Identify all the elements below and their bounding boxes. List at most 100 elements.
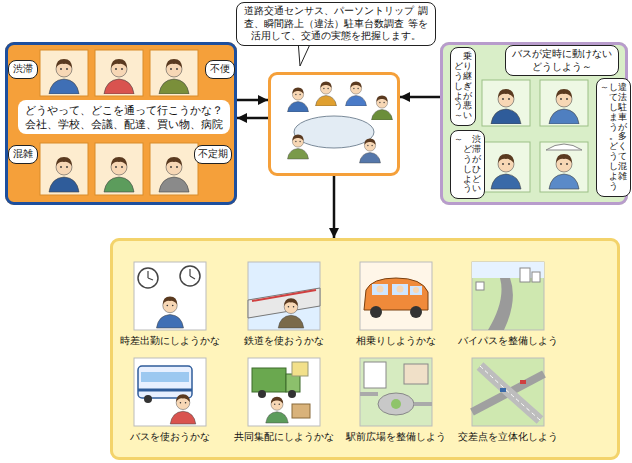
flow-arrow — [400, 96, 440, 99]
speech-bubble: バスが定時に動けない どうしよう～ — [505, 45, 619, 76]
survey-bubble: 道路交通センサス、パーソントリップ 調査、瞬間路上（違法）駐車台数調査 等を活用… — [236, 2, 436, 46]
glyph — [618, 182, 627, 192]
measure-tile: バスを使おうかな — [114, 358, 226, 450]
question-box: どうやって、どこを通って行こうかな？ 会社、学校、会議、配達、買い物、病院 — [18, 100, 230, 134]
left-panel-fill — [5, 42, 237, 205]
vertical-bubble: 乗り継ぎが悪い どうしよう～ — [450, 47, 476, 126]
vertical-text: 違法駐車が多くて混雑 してしまう。どうしよう～ — [600, 83, 627, 192]
glyph: ど — [463, 145, 472, 155]
glyph: し — [609, 162, 618, 172]
glyph: ひ — [472, 165, 481, 175]
bottom-panel-fill — [110, 238, 620, 460]
speech-bubble: 渋滞 — [8, 60, 38, 79]
glyph: が — [463, 92, 472, 102]
glyph: う — [454, 101, 463, 111]
bubble-text: バスが定時に動けない どうしよう～ — [509, 48, 615, 73]
glyph: ぎ — [463, 82, 472, 92]
vertical-bubble: 渋滞がひどい どうしよう～ — [450, 130, 485, 199]
vertical-bubble: 違法駐車が多くて混雑 してしまう。どうしよう～ — [596, 78, 631, 197]
scenario-panel: 渋滞 不便どうやって、どこを通って行こうかな？ 会社、学校、会議、配達、買い物、病… — [5, 42, 237, 205]
glyph: う — [609, 182, 618, 192]
bubble-text: 渋滞 — [12, 63, 34, 76]
glyph: て — [609, 93, 618, 103]
glyph: し — [454, 82, 463, 92]
glyph: し — [463, 165, 472, 175]
operator-figures — [482, 80, 588, 192]
flow-arrow — [333, 176, 336, 238]
glyph: 乗 — [463, 52, 472, 62]
glyph: 悪 — [463, 101, 472, 111]
flow-arrow — [237, 117, 268, 120]
glyph: よ — [454, 92, 463, 102]
tile-caption: 駅前広場を整備しよう — [340, 431, 452, 443]
glyph: う — [454, 72, 463, 82]
glyph: い — [463, 111, 472, 121]
glyph: し — [609, 83, 618, 93]
glyph: 継 — [463, 72, 472, 82]
flow-arrow — [237, 99, 268, 102]
tile-caption: 共同集配にしようかな — [228, 431, 340, 443]
glyph: い — [472, 184, 481, 194]
measure-tile: 鉄道を使おうかな — [228, 262, 340, 354]
glyph: 雑 — [618, 172, 627, 182]
measure-tile: 共同集配にしようかな — [228, 358, 340, 450]
glyph: う — [609, 123, 618, 133]
glyph: り — [463, 62, 472, 72]
bubble-text: 混雑 — [12, 148, 34, 161]
tile-caption: 鉄道を使おうかな — [228, 335, 340, 347]
measure-tile: 時差出勤にしようかな — [114, 262, 226, 354]
glyph — [454, 52, 463, 62]
glyph: よ — [609, 172, 618, 182]
speech-bubble: 混雑 — [8, 145, 38, 164]
vertical-text: 渋滞がひどい どうしよう～ — [454, 135, 481, 194]
glyph: 混 — [618, 162, 627, 172]
measures-panel: 時差出勤にしようかな鉄道を使おうかな相乗りしようかなバイパスを整備しようバスを使… — [110, 238, 620, 460]
meeting-illustration — [288, 82, 393, 164]
question-text: どうやって、どこを通って行こうかな？ 会社、学校、会議、配達、買い物、病院 — [22, 103, 226, 131]
glyph: ～ — [600, 83, 609, 93]
glyph: ど — [609, 142, 618, 152]
glyph: く — [618, 142, 627, 152]
glyph: う — [609, 152, 618, 162]
tile-caption: バスを使おうかな — [114, 431, 226, 443]
glyph: 。 — [609, 132, 618, 142]
tile-caption: 時差出勤にしようかな — [114, 335, 226, 347]
glyph: し — [609, 103, 618, 113]
glyph: が — [472, 155, 481, 165]
bubble-text: 不便 — [209, 63, 231, 76]
measure-tile: 相乗りしようかな — [340, 262, 452, 354]
tile-caption: 交差点を立体化しよう — [452, 431, 564, 443]
bubble-text: 道路交通センサス、パーソントリップ 調査、瞬間路上（違法）駐車台数調査 等を活用… — [240, 5, 432, 43]
glyph: 滞 — [472, 145, 481, 155]
speech-bubble: 不定期 — [194, 145, 232, 164]
meeting-box — [268, 72, 400, 176]
glyph: が — [618, 123, 627, 133]
glyph: ど — [472, 175, 481, 185]
glyph: 駐 — [618, 103, 627, 113]
glyph: よ — [463, 175, 472, 185]
glyph: う — [463, 155, 472, 165]
glyph: 車 — [618, 113, 627, 123]
glyph: ～ — [454, 111, 463, 121]
meeting-fill — [268, 72, 400, 176]
measure-tile: 交差点を立体化しよう — [452, 358, 564, 450]
glyph: う — [463, 184, 472, 194]
operator-panel: バスが定時に動けない どうしよう～乗り継ぎが悪い どうしよう～違法駐車が多くて混… — [440, 42, 628, 205]
measure-tile: バイパスを整備しよう — [452, 262, 564, 354]
glyph — [463, 135, 472, 145]
tile-caption: バイパスを整備しよう — [452, 335, 564, 347]
measure-tile: 駅前広場を整備しよう — [340, 358, 452, 450]
speech-bubble: 不便 — [205, 60, 235, 79]
glyph: て — [618, 152, 627, 162]
glyph: 多 — [618, 132, 627, 142]
glyph: 渋 — [472, 135, 481, 145]
glyph: ど — [454, 62, 463, 72]
vertical-text: 乗り継ぎが悪い どうしよう～ — [454, 52, 472, 121]
tile-caption: 相乗りしようかな — [340, 335, 452, 347]
glyph: 法 — [618, 93, 627, 103]
glyph: ま — [609, 113, 618, 123]
bubble-text: 不定期 — [198, 148, 228, 161]
glyph: 違 — [618, 83, 627, 93]
glyph: ～ — [454, 135, 463, 145]
